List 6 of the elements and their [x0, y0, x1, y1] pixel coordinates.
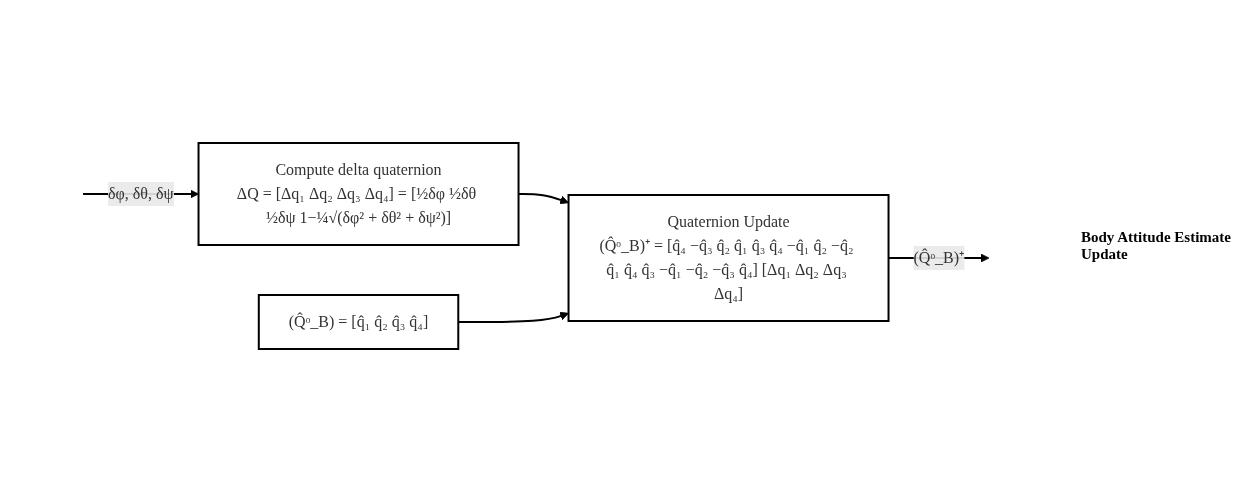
- edge-label: δφ, δθ, δψ: [108, 185, 175, 202]
- output-caption: Body Attitude Estimate Update: [1081, 229, 1232, 263]
- edge-label: (Q̂ᵒ_B)⁺: [914, 249, 965, 266]
- node-box: (Q̂ᵒ_B) = [q̂₁ q̂₂ q̂₃ q̂₄]: [258, 294, 460, 350]
- node-box: Quaternion Update (Q̂ᵒ_B)⁺ = [q̂₄ −q̂₃ q̂₂ q̂₁ q̂₃ q̂₄ −q̂₁ q̂₂ −q̂₂ q̂₁ q̂₄ q̂₃ −q̂₁ −q̂₂ −q̂₃ q̂₄] [Δq₁ Δq₂ Δq₃ Δq₄]: [568, 194, 890, 322]
- node-box: Compute delta quaternion ΔQ = [Δq₁ Δq₂ Δq₃ Δq₄] = [½δφ ½δθ ½δψ 1−¼√(δφ² + δθ² + δψ²)]: [198, 142, 520, 246]
